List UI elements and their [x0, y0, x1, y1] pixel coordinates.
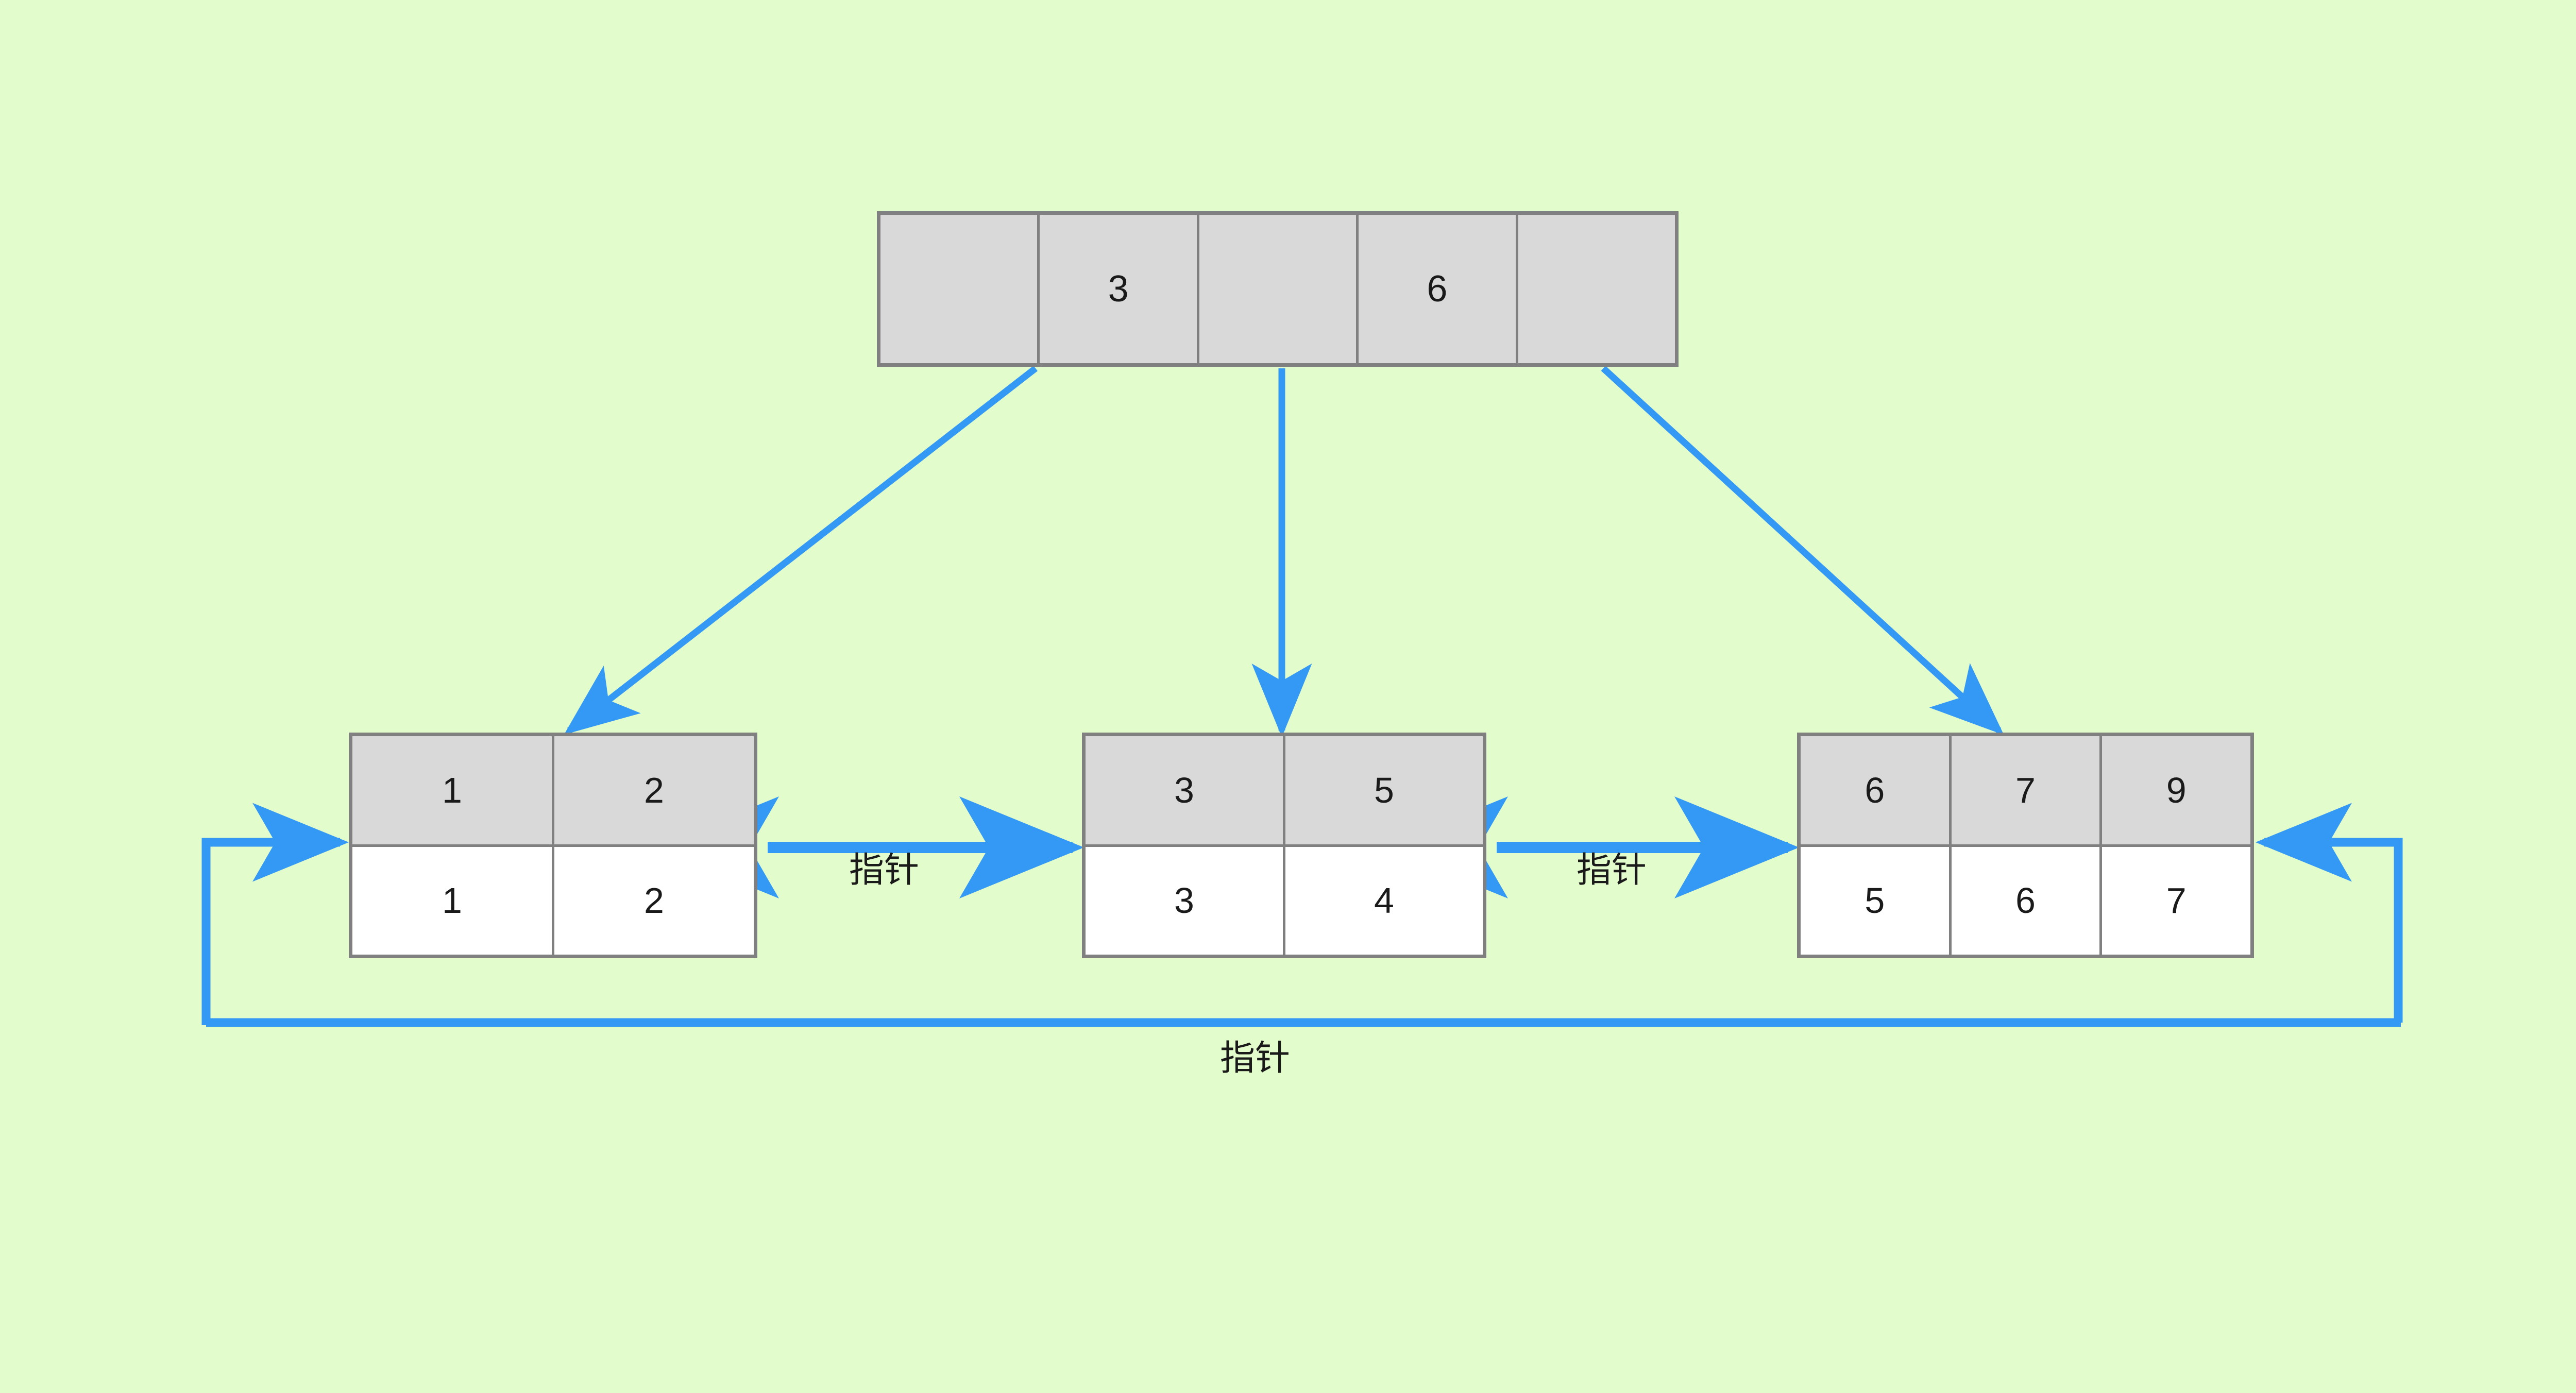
leaf-node-1-key-1: 2	[552, 736, 754, 844]
root-cell-key-1: 3	[1037, 215, 1196, 363]
leaf-node-1: 1 2 1 2	[349, 733, 757, 958]
leaf-node-2-value-0: 3	[1174, 880, 1194, 921]
edge-wraparound-pointer-left	[201, 803, 349, 1025]
leaf-node-2-key-1: 5	[1283, 736, 1483, 844]
leaf-node-3-key-0: 6	[1865, 770, 1885, 810]
leaf-node-1-value-0: 1	[442, 880, 462, 921]
leaf-node-2-key-row: 3 5	[1086, 736, 1483, 844]
root-cell-pointer-1	[1196, 215, 1356, 363]
leaf-node-3-value-1: 6	[1948, 846, 2100, 955]
pointer-label-leaf2-leaf3: 指针	[1577, 851, 1647, 890]
leaf-node-1-key-row: 1 2	[352, 736, 754, 844]
leaf-node-3-data-row: 5 6 7	[1801, 844, 2250, 955]
leaf-node-1-key-0: 1	[442, 770, 462, 810]
leaf-node-2: 3 5 3 4	[1082, 733, 1486, 958]
pointer-label-leaf1-leaf2: 指针	[849, 851, 920, 890]
leaf-node-1-value-1: 2	[552, 846, 754, 955]
pointer-label-wraparound: 指针	[1220, 1039, 1291, 1078]
edge-root-to-leaf1	[564, 365, 1038, 735]
root-node-key-row: 3 6	[880, 215, 1675, 363]
leaf-node-1-data-row: 1 2	[352, 844, 754, 955]
edge-root-to-leaf3	[1601, 366, 2004, 735]
root-node: 3 6	[877, 211, 1679, 367]
leaf-node-3-key-row: 6 7 9	[1801, 736, 2250, 844]
leaf-node-3-key-2: 9	[2099, 736, 2250, 844]
root-cell-pointer-2	[1515, 215, 1675, 363]
leaf-node-3-value-0: 5	[1865, 880, 1885, 921]
leaf-node-3-value-2: 7	[2099, 846, 2250, 955]
leaf-node-2-data-row: 3 4	[1086, 844, 1483, 955]
leaf-node-3: 6 7 9 5 6 7	[1797, 733, 2254, 958]
edge-wraparound-pointer-right	[2256, 803, 2403, 1023]
leaf-node-2-key-0: 3	[1174, 770, 1194, 810]
leaf-node-3-key-1: 7	[1948, 736, 2100, 844]
leaf-node-2-value-1: 4	[1283, 846, 1483, 955]
root-cell-pointer-0	[880, 215, 1037, 363]
root-cell-key-2: 6	[1356, 215, 1515, 363]
